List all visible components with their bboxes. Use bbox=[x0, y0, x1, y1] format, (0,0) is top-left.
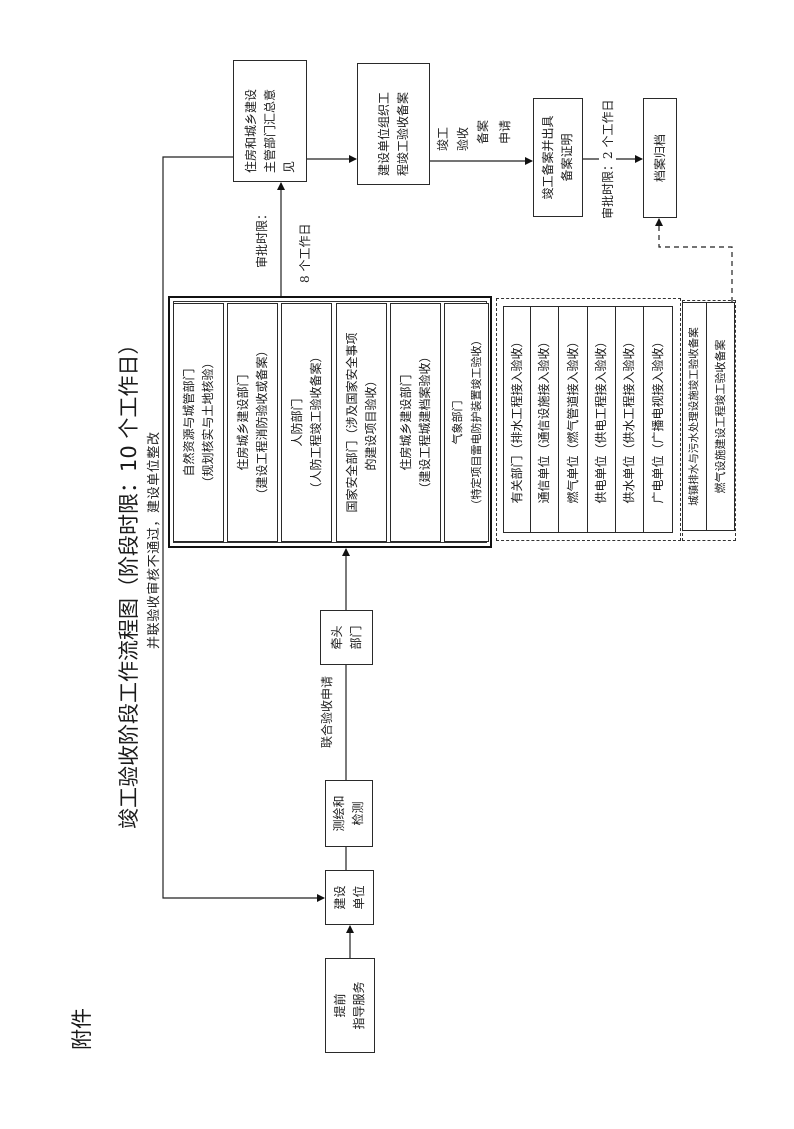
page-title: 竣工验收阶段工作流程图（阶段时限：10 个工作日） bbox=[117, 333, 141, 829]
box-line: 的建设项目验收） bbox=[363, 374, 378, 471]
box-line: 见 bbox=[281, 160, 296, 173]
review-limit-1-value: 8 个工作日 bbox=[298, 223, 312, 283]
box-line: 竣工备案并出具 bbox=[541, 115, 555, 200]
box-line: 部门 bbox=[348, 625, 363, 650]
box-line: （规划核实与土地核验） bbox=[200, 356, 215, 489]
filing-app-line-2: 验收 bbox=[456, 126, 470, 151]
pre-guidance-box: 提前 指导服务 bbox=[325, 958, 375, 1053]
survey-testing-box: 测绘和 检测 bbox=[325, 780, 373, 847]
box-line: 指导服务 bbox=[352, 981, 366, 1030]
box-line: 住房城乡建设部门 bbox=[398, 374, 413, 471]
dashed-arrow-to-archive bbox=[655, 218, 733, 302]
box-line: 人防部门 bbox=[289, 398, 304, 447]
box-line: 程竣工验收备案 bbox=[395, 91, 410, 176]
utility-unit-3: 燃气单位（燃气管道接入验收） bbox=[558, 306, 588, 533]
utility-unit-5: 供水单位（供水工程接入验收） bbox=[615, 306, 644, 533]
filing-app-line-3: 备案 bbox=[476, 119, 490, 144]
box-line: 档案归档 bbox=[652, 134, 667, 183]
parallel-dept-1: 自然资源与城管部门 （规划核实与土地核验） bbox=[173, 303, 224, 542]
utility-unit-6: 广电单位（广播电视接入验收） bbox=[643, 306, 673, 533]
box-line: （人防工程竣工验收备案） bbox=[308, 350, 323, 495]
box-line: 建设单位组织工 bbox=[376, 91, 391, 176]
box-line: （特定项目雷电防护装置竣工验收） bbox=[469, 334, 483, 511]
archive-box: 档案归档 bbox=[643, 98, 677, 218]
box-line: 国家安全部门（涉及国家安全事项 bbox=[344, 332, 359, 513]
filing-certificate-box: 竣工备案并出具 备案证明 bbox=[533, 98, 583, 217]
box-line: 自然资源与城管部门 bbox=[181, 368, 196, 477]
box-line: （建设工程城建档案验收） bbox=[417, 350, 432, 495]
box-line: 气象部门 bbox=[450, 400, 464, 445]
parallel-dept-2: 住房城乡建设部门 （建设工程消防验收或备案） bbox=[227, 303, 278, 542]
utility-unit-2: 通信单位（通信设施接入验收） bbox=[530, 306, 559, 533]
filing-app-line-1: 竣工 bbox=[436, 126, 450, 151]
feedback-line bbox=[162, 156, 325, 902]
box-line: 检测 bbox=[351, 801, 365, 826]
parallel-dept-3: 人防部门 （人防工程竣工验收备案） bbox=[281, 303, 332, 542]
feedback-note: 并联验收审核不通过，建设单位整改 bbox=[143, 431, 162, 649]
parallel-dept-6: 气象部门 （特定项目雷电防护装置竣工验收） bbox=[444, 303, 489, 542]
review-limit-2: 审批时限：2 个工作日 bbox=[599, 98, 616, 220]
filing-unit-1: 城镇排水与污水处理设施竣工验收备案 bbox=[682, 302, 707, 531]
box-line: 单位 bbox=[351, 885, 366, 910]
box-line: 住房城乡建设部门 bbox=[235, 374, 250, 471]
parallel-dept-5: 住房城乡建设部门 （建设工程城建档案验收） bbox=[390, 303, 441, 542]
review-limit-1-label: 审批时限： bbox=[255, 207, 269, 268]
attachment-label: 附件 bbox=[70, 1008, 94, 1050]
box-line: 备案证明 bbox=[560, 133, 574, 182]
filing-unit-2: 燃气设施建设工程竣工验收备案 bbox=[706, 302, 735, 531]
lead-department-box: 牵头 部门 bbox=[320, 610, 373, 665]
construction-unit-box: 建设 单位 bbox=[325, 870, 374, 925]
joint-application-label: 联合验收申请 bbox=[320, 675, 334, 748]
utility-unit-4: 供电单位（供电工程接入验收） bbox=[587, 306, 616, 533]
box-line: 提前 bbox=[333, 993, 347, 1018]
filing-app-line-4: 申请 bbox=[498, 119, 512, 144]
box-line: 建设 bbox=[332, 885, 347, 910]
parallel-dept-4: 国家安全部门（涉及国家安全事项的建设项目验收） bbox=[336, 303, 387, 542]
box-line: 测绘和 bbox=[332, 795, 346, 832]
unit-organize-box: 建设单位组织工 程竣工验收备案 bbox=[357, 63, 430, 185]
box-line: 住房和城乡建设 bbox=[243, 88, 258, 173]
utility-unit-1: 有关部门（排水工程接入验收） bbox=[503, 306, 531, 533]
housing-summary-box: 住房和城乡建设 主管部门汇总意 见 bbox=[233, 60, 307, 182]
box-line: 主管部门汇总意 bbox=[262, 88, 277, 173]
box-line: （建设工程消防验收或备案） bbox=[254, 344, 269, 501]
box-line: 牵头 bbox=[329, 625, 344, 650]
